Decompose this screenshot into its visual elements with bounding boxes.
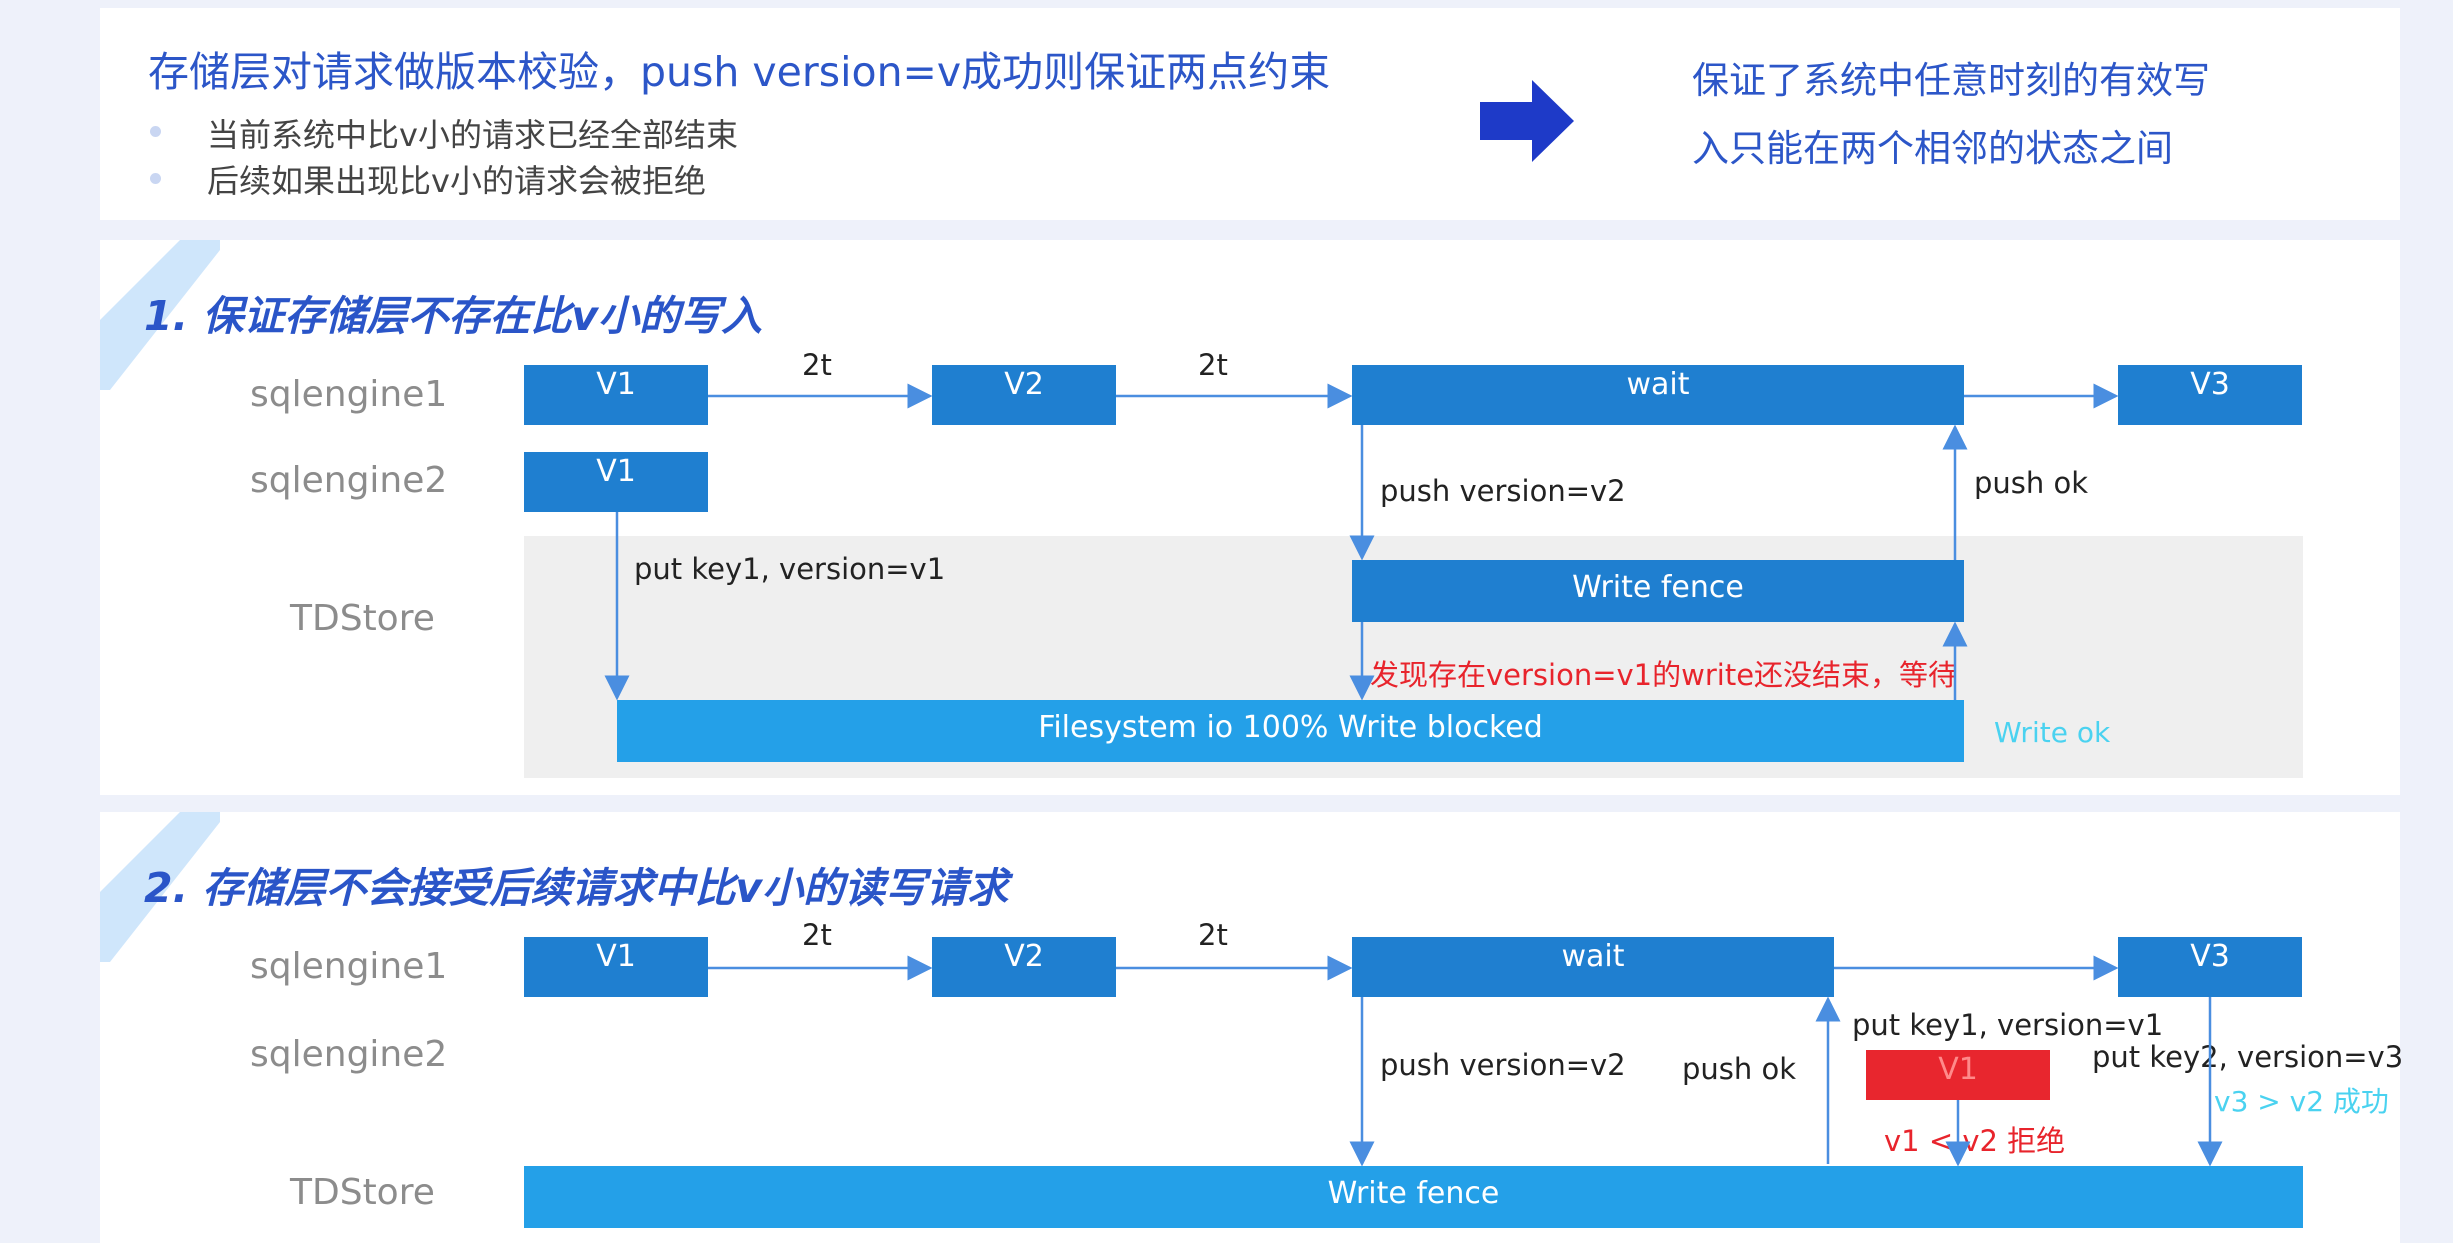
s2-sqlengine1-wait-box: wait <box>1352 937 1834 997</box>
s2-sqlengine1-v3-box: V3 <box>2118 937 2302 997</box>
s1-interval-label-1: 2t <box>802 348 832 382</box>
s1-sqlengine1-v1-box: V1 <box>524 365 708 425</box>
s2-put-key2-label: put key2, version=v3 <box>2092 1040 2404 1074</box>
row-label-sqlengine2: sqlengine2 <box>250 1034 448 1075</box>
row-label-sqlengine2: sqlengine2 <box>250 460 448 501</box>
s2-success-label: v3 > v2 成功 <box>2214 1085 2389 1118</box>
s2-interval-label-2: 2t <box>1198 918 1228 952</box>
bullet-item: 后续如果出现比v小的请求会被拒绝 <box>207 162 706 200</box>
bullet-item: 当前系统中比v小的请求已经全部结束 <box>207 116 738 154</box>
row-label-tdstore: TDStore <box>290 598 435 639</box>
s2-sqlengine1-v2-box: V2 <box>932 937 1116 997</box>
conclusion-line-1: 保证了系统中任意时刻的有效写 <box>1692 59 2210 102</box>
right-arrow-icon <box>1480 80 1574 162</box>
row-label-tdstore: TDStore <box>290 1172 435 1213</box>
section2-corner-decoration <box>100 812 220 962</box>
header-panel <box>100 8 2400 220</box>
s1-push-ok-label: push ok <box>1974 466 2089 500</box>
s2-write-fence-box: Write fence <box>524 1166 2303 1228</box>
section2-title: 2. 存储层不会接受后续请求中比v小的读写请求 <box>144 864 1009 912</box>
s1-sqlengine1-v3-box: V3 <box>2118 365 2302 425</box>
s2-sqlengine2-v1-rejected-box: V1 <box>1866 1050 2050 1100</box>
s2-push-version-label: push version=v2 <box>1380 1048 1626 1082</box>
s1-filesystem-box: Filesystem io 100% Write blocked <box>617 700 1964 762</box>
row-label-sqlengine1: sqlengine1 <box>250 374 448 415</box>
s1-write-ok-label: Write ok <box>1994 716 2111 749</box>
s2-put-key1-label: put key1, version=v1 <box>1852 1008 2164 1042</box>
section1-title: 1. 保证存储层不存在比v小的写入 <box>144 292 763 340</box>
conclusion-line-2: 入只能在两个相邻的状态之间 <box>1692 127 2173 170</box>
s1-sqlengine1-v2-box: V2 <box>932 365 1116 425</box>
section1-corner-decoration <box>100 240 220 390</box>
s1-wait-reason-label: 发现存在version=v1的write还没结束，等待 <box>1370 658 1958 692</box>
s1-put-key-label: put key1, version=v1 <box>634 552 946 586</box>
s2-reject-label: v1 < v2 拒绝 <box>1884 1124 2066 1158</box>
s1-sqlengine2-v1-box: V1 <box>524 452 708 512</box>
s2-sqlengine1-v1-box: V1 <box>524 937 708 997</box>
bullet-dot <box>150 173 161 184</box>
s1-interval-label-2: 2t <box>1198 348 1228 382</box>
bullet-dot <box>150 126 161 137</box>
header-title: 存储层对请求做版本校验，push version=v成功则保证两点约束 <box>148 48 1331 96</box>
s2-push-ok-label: push ok <box>1682 1052 1797 1086</box>
row-label-sqlengine1: sqlengine1 <box>250 946 448 987</box>
s1-sqlengine1-wait-box: wait <box>1352 365 1964 425</box>
s2-interval-label-1: 2t <box>802 918 832 952</box>
s1-push-version-label: push version=v2 <box>1380 474 1626 508</box>
s1-write-fence-box: Write fence <box>1352 560 1964 622</box>
